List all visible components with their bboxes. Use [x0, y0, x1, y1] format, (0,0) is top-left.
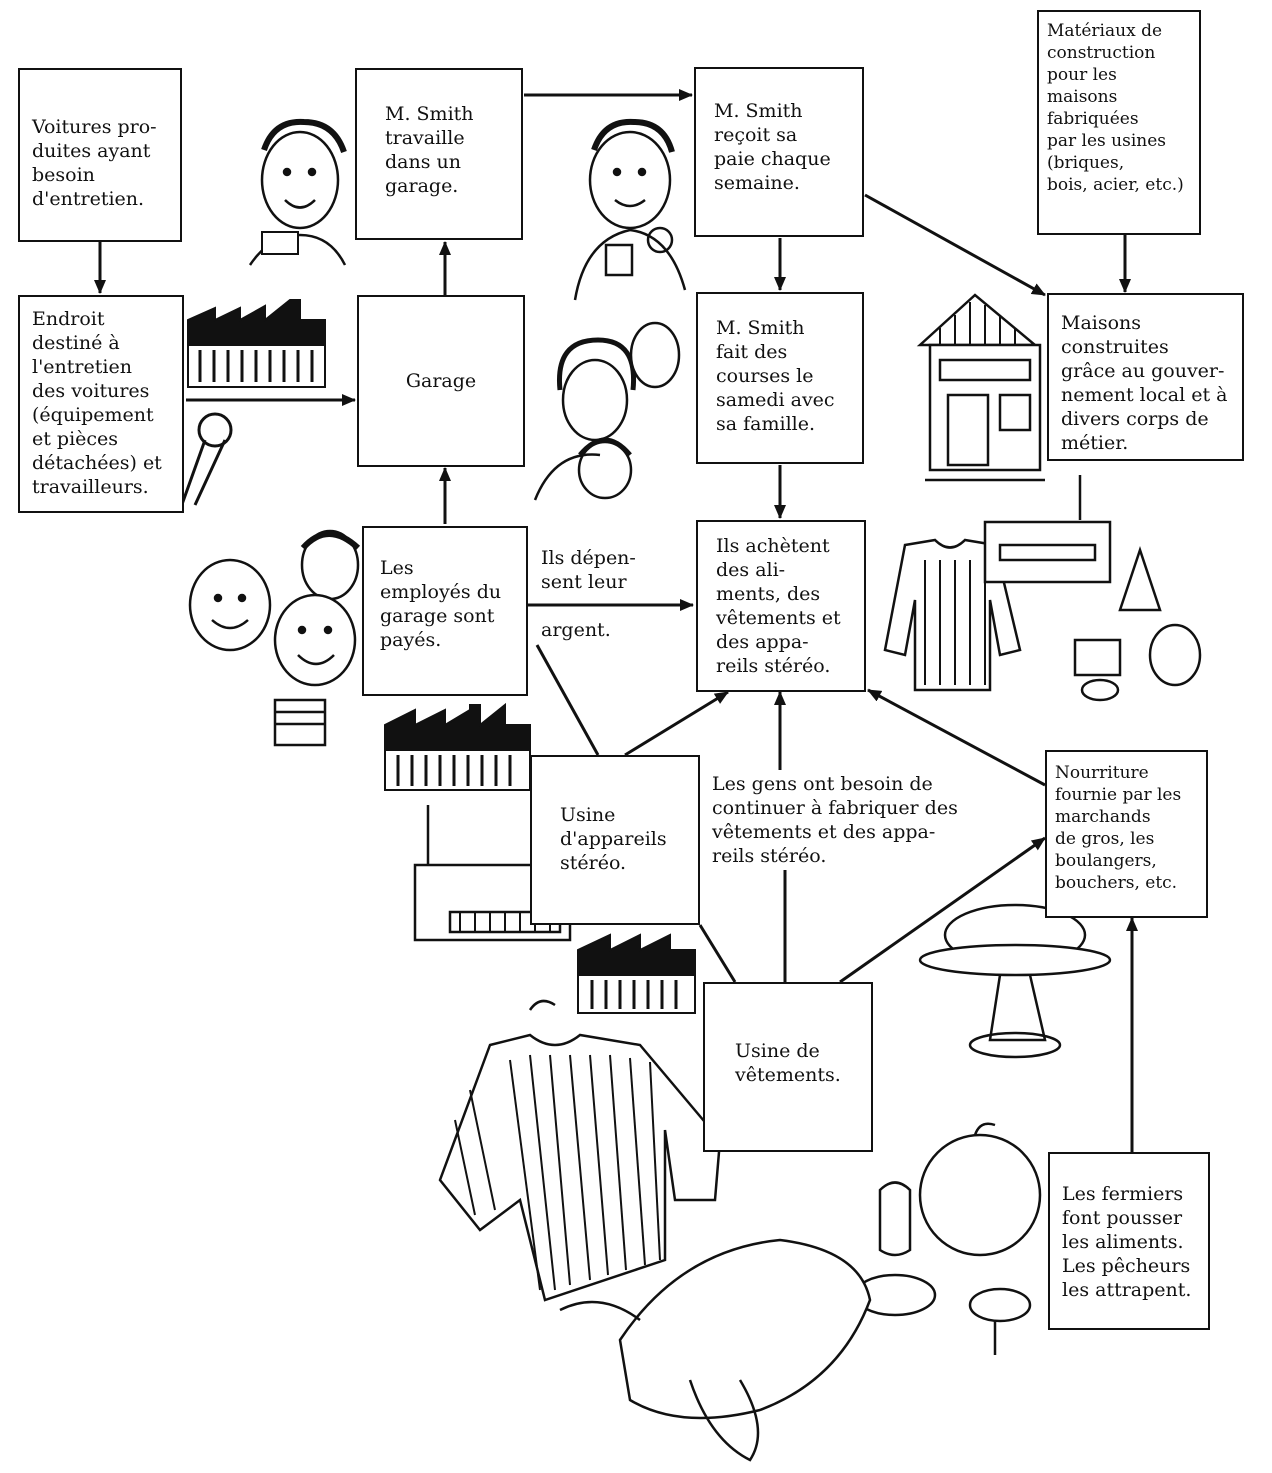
node-smith-courses: M. Smith fait des courses le samedi avec… [696, 292, 864, 464]
groceries-illustration [1073, 546, 1202, 702]
house-illustration [916, 293, 1045, 482]
cake-illustration [918, 903, 1112, 1059]
node-smith-paie: M. Smith reçoit sa paie chaque semaine. [694, 67, 864, 237]
edge-label-depensent: Ils dépen- sent leur argent. [541, 547, 636, 641]
node-voitures: Voitures pro- duites ayant besoin d'entr… [18, 68, 182, 242]
node-materiaux: Matériaux de construction pour les maiso… [1037, 10, 1201, 235]
line-stereo-vetements [698, 924, 737, 983]
node-maisons: Maisons construites grâce au gouver- nem… [1047, 293, 1244, 461]
edge-label-besoin: Les gens ont besoin de continuer à fabri… [712, 773, 958, 867]
stereo-illustration [983, 475, 1112, 584]
node-garage: Garage [357, 295, 525, 467]
node-usine-vetements: Usine de vêtements. [703, 982, 873, 1152]
mechanic-illustration [248, 118, 347, 266]
line-employes-stereo [535, 644, 600, 756]
diagram-arrows [94, 89, 1138, 1152]
arrow-vetements-nourriture [839, 836, 1046, 984]
wrench-icon [178, 412, 233, 511]
factory-icon [577, 933, 696, 1014]
factory-icon [384, 702, 531, 791]
node-usine-stereo: Usine d'appareils stéréo. [530, 755, 700, 925]
family-illustration [533, 321, 681, 501]
node-smith-travaille: M. Smith travaille dans un garage. [355, 68, 523, 240]
node-nourriture: Nourriture fournie par les marchands de … [1045, 750, 1208, 918]
smith-illustration [573, 118, 687, 301]
seafood-produce-illustration [559, 1122, 1042, 1462]
node-achetent: Ils achètent des ali- ments, des vêtemen… [696, 520, 866, 692]
workers-illustration [188, 529, 361, 747]
factory-icon [187, 299, 326, 388]
arrow-paie-maisons [864, 193, 1046, 297]
node-endroit: Endroit destiné à l'entretien des voitur… [18, 295, 184, 513]
node-fermiers: Les fermiers font pousser les aliments. … [1048, 1152, 1210, 1330]
arrow-nourriture-achetent [867, 688, 1046, 787]
sweater-illustration [438, 999, 722, 1302]
node-employes: Les employés du garage sont payés. [362, 526, 528, 696]
arrow-stereo-achetent [624, 690, 729, 757]
